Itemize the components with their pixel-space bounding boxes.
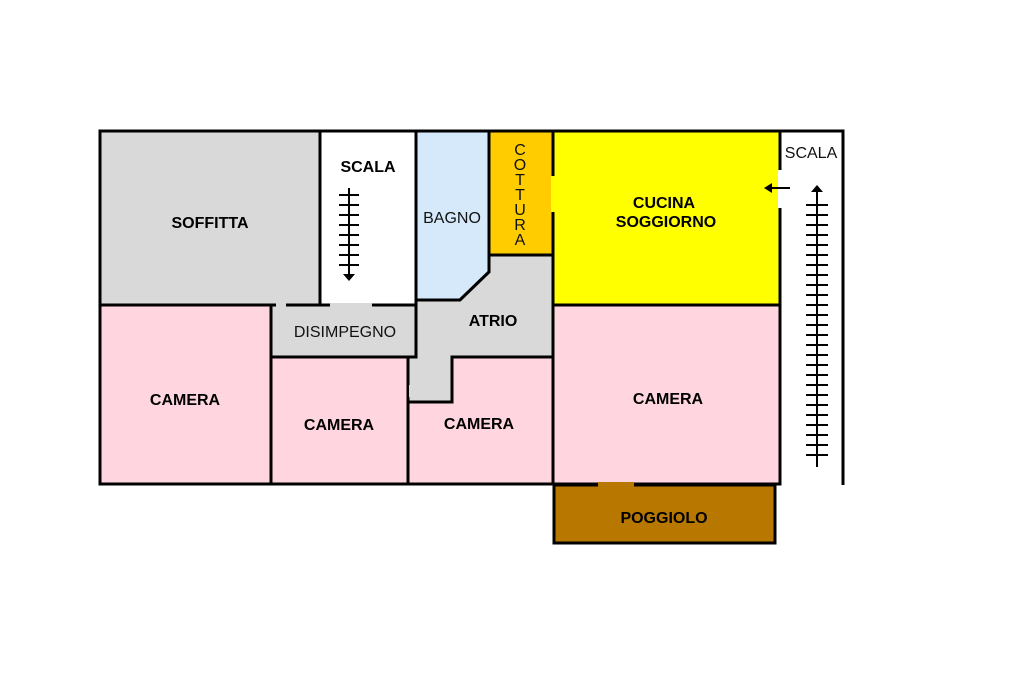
label-cottura-letter: U [514,202,526,219]
room-camera-1 [98,303,273,486]
room-camera-2 [269,355,410,486]
label-poggiolo: POGGIOLO [620,510,707,527]
label-atrio: ATRIO [469,313,518,330]
label-bagno: BAGNO [423,210,481,227]
label-camera-2: CAMERA [304,417,375,434]
label-soffitta: SOFFITTA [171,215,248,232]
room-scala-right [780,129,845,485]
label-soggiorno: SOGGIORNO [616,214,716,231]
stairs-up-arrow-icon [806,185,828,467]
label-cottura-letter: C [514,142,526,159]
entrance-arrow-icon [764,183,790,193]
label-camera-4: CAMERA [633,391,704,408]
room-camera-4 [551,303,782,486]
label-cottura-letter: O [514,157,526,174]
label-scala-right: SCALA [785,145,838,162]
label-cottura-letter: R [514,217,526,234]
label-cottura-letter: T [515,187,525,204]
label-disimpegno: DISIMPEGNO [294,324,396,341]
label-camera-1: CAMERA [150,392,221,409]
label-cucina: CUCINA [633,195,696,212]
room-scala-left [318,129,418,307]
label-cottura-letter: T [515,172,525,189]
stairs-down-arrow-icon [339,188,359,281]
room-soffitta [98,129,322,307]
label-camera-3: CAMERA [444,416,515,433]
label-scala-left: SCALA [340,159,396,176]
label-cottura-letter: A [515,232,526,249]
room-cucina-soggiorno [551,129,782,307]
room-poggiolo [552,483,777,545]
